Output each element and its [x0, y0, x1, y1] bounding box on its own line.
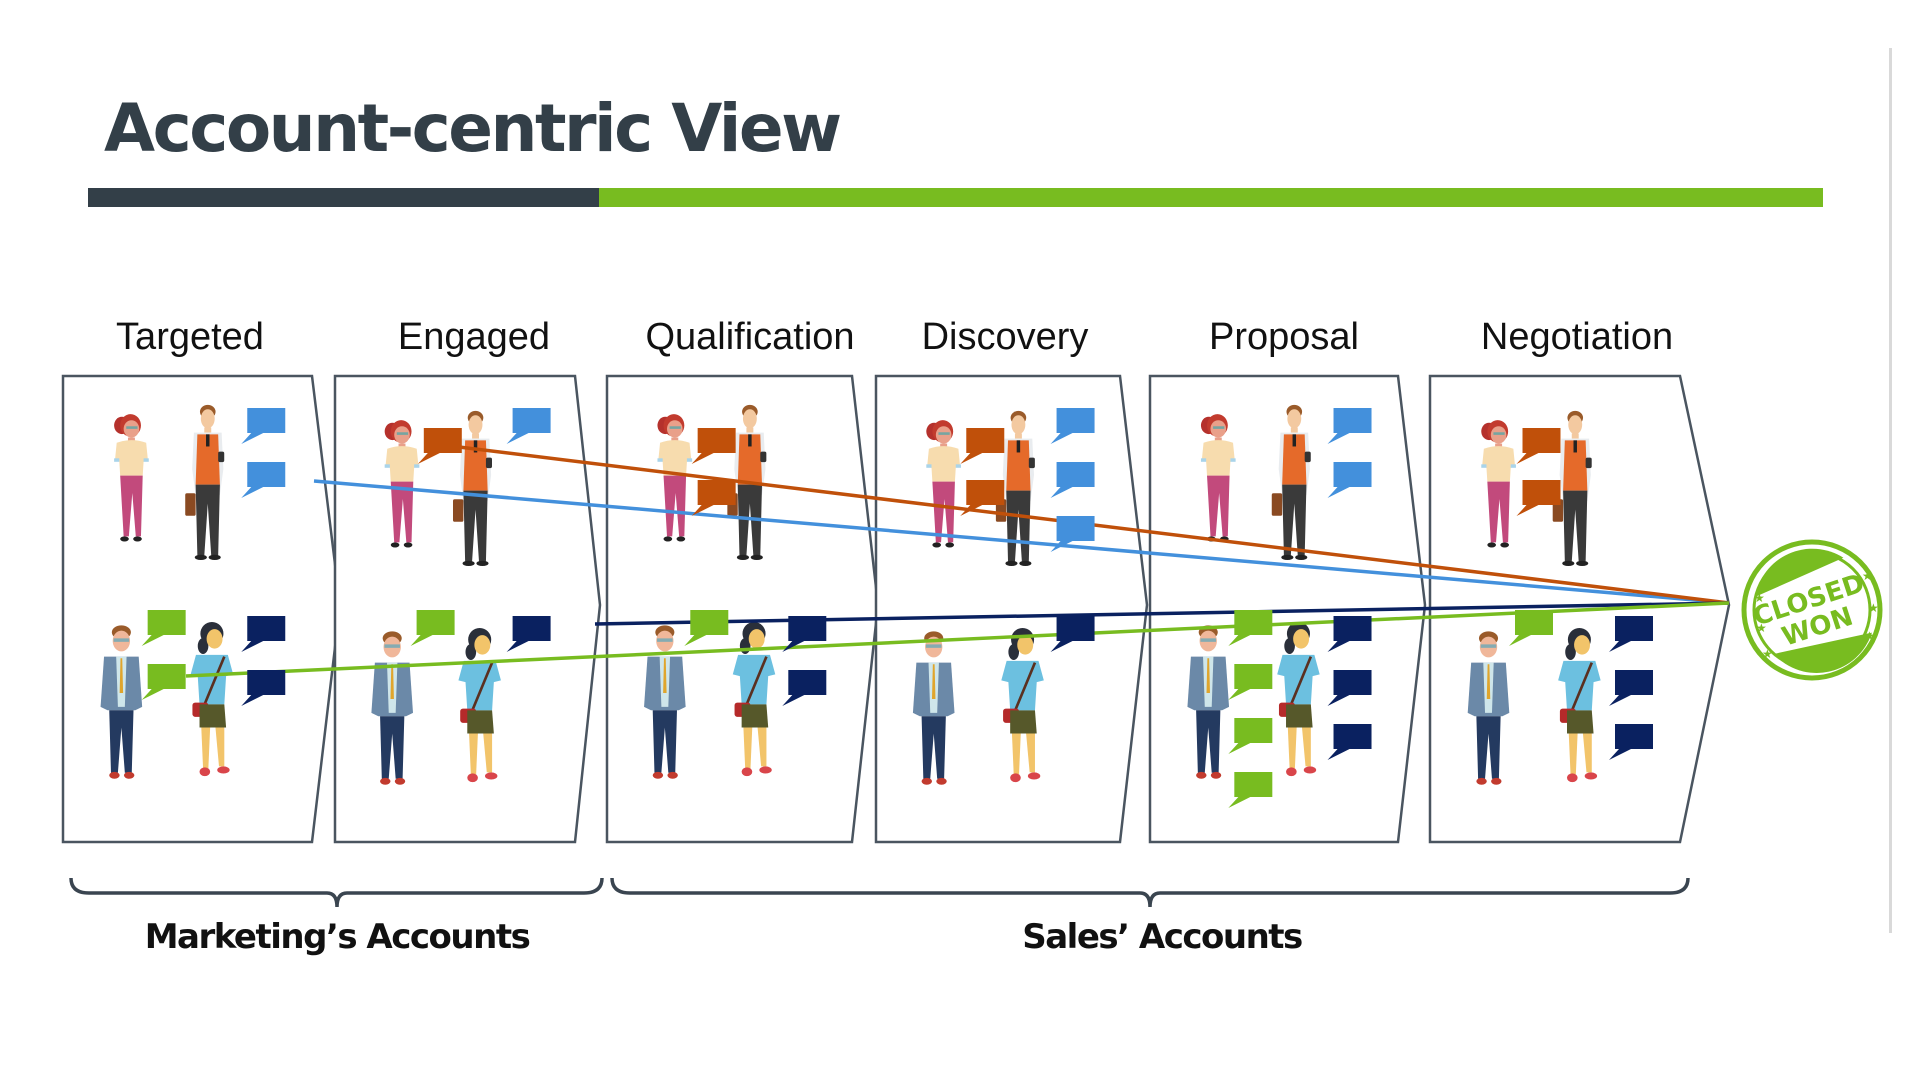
- stage-label-qualification: Qualification: [645, 316, 855, 358]
- speech-bubble-green: [1228, 772, 1273, 808]
- stage-label-negotiation: Negotiation: [1480, 316, 1674, 358]
- brace-marketing-accounts: [69, 877, 604, 908]
- speech-bubble-navy: [1609, 616, 1653, 652]
- badge-top-band: [1755, 548, 1844, 597]
- slide-title: Account-centric View: [104, 90, 842, 167]
- speech-bubble-blue: [1327, 408, 1372, 444]
- speech-bubble-blue: [241, 462, 286, 498]
- slide-edge-divider: [1889, 48, 1892, 933]
- star-icon: ★: [1864, 629, 1875, 643]
- speech-bubble-green: [141, 664, 186, 700]
- brace-sales-accounts: [610, 877, 1690, 908]
- star-icon: ★: [1868, 601, 1879, 615]
- speech-bubble-orange: [1516, 480, 1561, 516]
- stage-label-targeted: Targeted: [116, 316, 264, 358]
- speech-bubble-green: [141, 610, 186, 646]
- speech-bubble-green: [1228, 718, 1273, 754]
- star-icon: ★: [1756, 621, 1767, 635]
- stage-label-discovery: Discovery: [921, 316, 1089, 358]
- speech-bubble-navy: [1050, 616, 1095, 652]
- speech-bubble-blue: [1050, 516, 1095, 552]
- speech-bubble-green: [410, 610, 455, 646]
- speech-bubble-navy: [1327, 724, 1372, 760]
- speech-bubble-blue: [1327, 462, 1372, 498]
- speech-bubble-blue: [1050, 462, 1095, 498]
- stage-label-engaged: Engaged: [397, 316, 551, 358]
- badge-outer-ring: [1741, 539, 1883, 681]
- speech-bubble-blue: [506, 408, 551, 444]
- title-underline-dark: [88, 188, 599, 207]
- speech-bubble-navy: [782, 670, 827, 706]
- speech-bubble-navy: [506, 616, 551, 652]
- journey-line-woman-bag: [594, 601, 1730, 626]
- title-underline-green: [599, 188, 1823, 207]
- star-icon: ★: [1862, 569, 1873, 583]
- journey-line-man-vest: [313, 479, 1730, 605]
- journey-line-man-glasses: [185, 601, 1730, 678]
- speech-bubble-blue: [1050, 408, 1095, 444]
- speech-bubble-navy: [241, 616, 286, 652]
- speech-bubble-orange: [417, 428, 462, 464]
- speech-bubble-orange: [960, 428, 1005, 464]
- star-icon: ★: [1754, 591, 1765, 605]
- star-icon: ★: [1762, 647, 1773, 661]
- speech-bubble-orange: [960, 480, 1005, 516]
- speech-bubble-orange: [1516, 428, 1561, 464]
- group-label-sales: Sales’ Accounts: [1022, 917, 1303, 957]
- speech-bubble-orange: [691, 480, 736, 516]
- speech-bubble-navy: [1609, 724, 1653, 760]
- speech-bubble-navy: [1327, 670, 1372, 706]
- speech-bubble-green: [1228, 610, 1273, 646]
- speech-bubble-green: [684, 610, 729, 646]
- speech-bubble-navy: [782, 616, 827, 652]
- speech-bubble-green: [1228, 664, 1273, 700]
- speech-bubble-blue: [241, 408, 286, 444]
- closed-won-badge: CLOSED WON ★ ★ ★ ★ ★ ★: [1741, 539, 1883, 681]
- speech-bubble-navy: [1327, 616, 1372, 652]
- speech-bubble-green: [1509, 610, 1553, 646]
- badge-bottom-band: [1773, 632, 1872, 673]
- speech-bubble-navy: [1609, 670, 1653, 706]
- speech-bubble-navy: [241, 670, 286, 706]
- group-label-marketing: Marketing’s Accounts: [144, 917, 531, 957]
- speech-bubble-orange: [691, 428, 736, 464]
- stage-label-proposal: Proposal: [1209, 316, 1359, 358]
